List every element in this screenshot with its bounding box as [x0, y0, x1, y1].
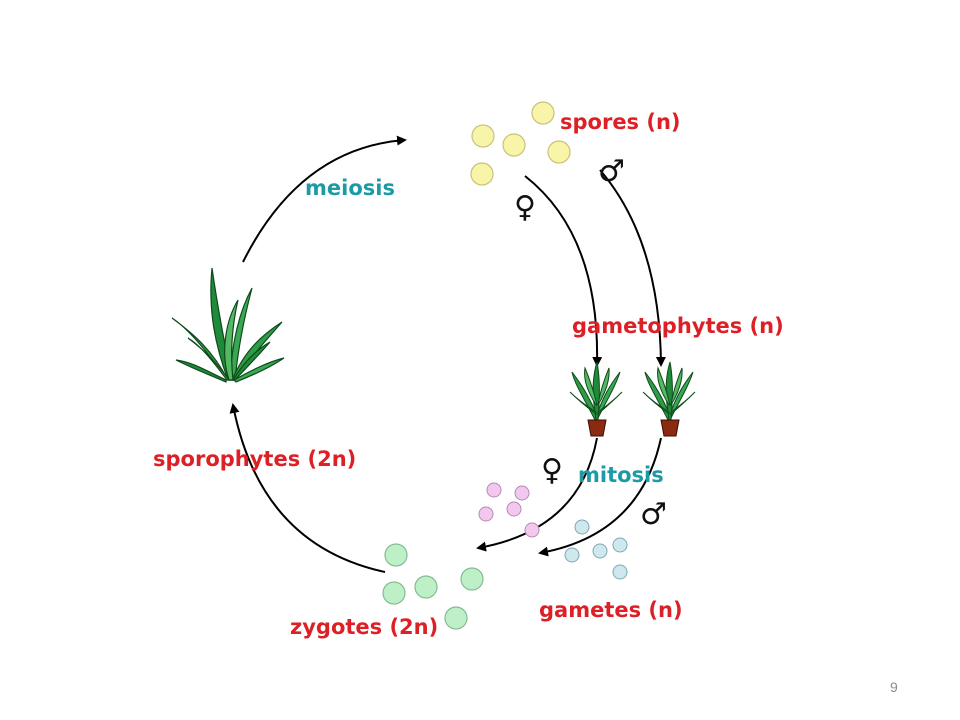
pot [587, 419, 607, 437]
arrow-sporophyte-to-spores [242, 135, 407, 263]
zygote [384, 543, 408, 567]
female-gamete [478, 506, 494, 522]
gametophytes-label: gametophytes (n) [572, 314, 784, 338]
meiosis-label: meiosis [305, 176, 395, 200]
zygote [444, 606, 468, 630]
spore [531, 101, 555, 125]
page-number: 9 [890, 679, 898, 695]
arrow-female-gametophyte-to-zygotes [476, 437, 598, 552]
female-gamete [524, 522, 540, 538]
female-symbol-gametes: ♀ [541, 453, 563, 488]
male-gamete [592, 543, 608, 559]
spore [502, 133, 526, 157]
arrow-zygotes-to-sporophyte [229, 403, 386, 573]
spore [547, 140, 571, 164]
spore [471, 124, 495, 148]
male-gamete [612, 537, 628, 553]
zygote [460, 567, 484, 591]
male-gamete [564, 547, 580, 563]
pot [660, 419, 680, 437]
arrow-spores-to-female-gametophyte [524, 175, 603, 367]
male-gametophyte-plant-icon [642, 361, 696, 437]
female-gametophyte-plant-icon [569, 361, 623, 437]
male-symbol-spores: ♂ [598, 154, 625, 189]
spore [470, 162, 494, 186]
female-gametes [478, 482, 540, 538]
female-gamete [514, 485, 530, 501]
zygote [382, 581, 406, 605]
male-symbol-gametes: ♂ [640, 497, 667, 532]
female-gamete [486, 482, 502, 498]
spores [470, 101, 571, 186]
mitosis-label: mitosis [578, 463, 664, 487]
female-gamete [506, 501, 522, 517]
male-gamete [612, 564, 628, 580]
female-symbol-spores: ♀ [514, 190, 536, 225]
zygotes-label: zygotes (2n) [290, 615, 439, 639]
arrow-spores-to-male-gametophyte [599, 169, 666, 367]
arrow-male-gametophyte-to-gametes [538, 437, 662, 557]
sporophytes-label: sporophytes (2n) [153, 447, 357, 471]
male-gametes [564, 519, 628, 580]
spores-label: spores (n) [560, 110, 681, 134]
sporophyte-plant-icon [171, 267, 285, 383]
gametes-label: gametes (n) [539, 598, 683, 622]
zygotes [382, 543, 484, 630]
male-gamete [574, 519, 590, 535]
zygote [414, 575, 438, 599]
